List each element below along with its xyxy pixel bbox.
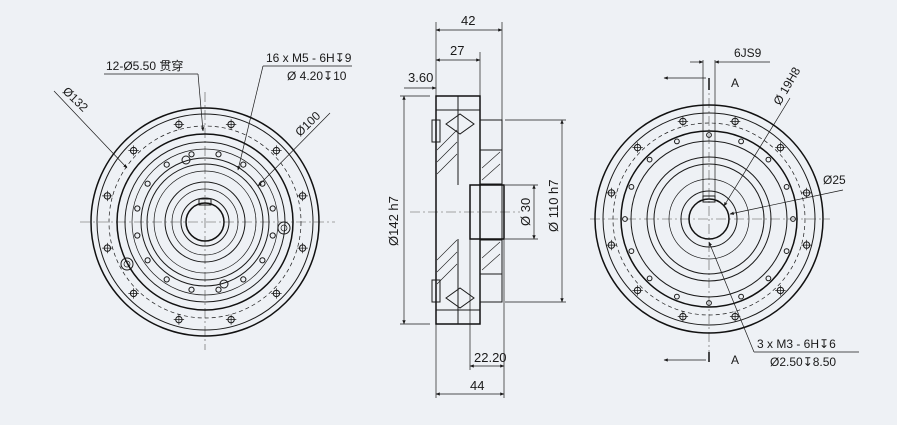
through-hole-center-mark — [173, 314, 185, 325]
dim-22-20-label: 22.20 — [474, 350, 507, 365]
rear-centerlines — [590, 80, 830, 355]
through-hole-center-mark — [297, 190, 308, 202]
rear-bolt-hole-center-mark — [775, 142, 786, 153]
rear-small-hole — [706, 132, 712, 138]
rear-bolt-hole-center-mark — [606, 187, 617, 199]
through-hole-center-mark — [128, 288, 139, 299]
through-hole-center-mark — [271, 288, 282, 299]
section-mark-top: A — [731, 76, 739, 90]
front-through-holes — [102, 119, 308, 325]
tapped-hole — [163, 161, 170, 168]
dim-142-label: Ø142 h7 — [386, 196, 401, 246]
dim-110-label: Ø 110 h7 — [546, 179, 561, 232]
front-view: 12-Ø5.50 贯穿 16 x M5 - 6H↧9 Ø 4.20↧10 Ø13… — [53, 51, 352, 350]
holes-through-label: 12-Ø5.50 贯穿 — [106, 58, 183, 73]
tapped-hole — [269, 205, 276, 212]
dim-3-60-label: 3.60 — [408, 70, 433, 85]
tapped-hole — [240, 161, 247, 168]
tapped-hole — [188, 286, 195, 293]
front-outlines — [90, 107, 320, 337]
rear-small-hole — [646, 275, 653, 282]
rear-small-hole — [765, 156, 772, 163]
section-body — [431, 95, 505, 325]
tapped-holes-depth-label: Ø 4.20↧10 — [287, 69, 347, 83]
rear-outer-holes — [606, 116, 812, 322]
through-hole-center-mark — [102, 242, 113, 254]
rear-small-hole — [783, 184, 790, 190]
rear-bolt-hole-center-mark — [775, 285, 786, 296]
rear-bolt-hole-center-mark — [801, 187, 812, 199]
keyway-label: 6JS9 — [734, 46, 762, 60]
rear-tapped-holes-label: 3 x M3 - 6H↧6 — [757, 337, 836, 351]
bore-diameter-label: Ø 19H8 — [770, 64, 803, 107]
rear-bolt-hole-center-mark — [632, 142, 643, 153]
rear-bolt-hole-center-mark — [801, 239, 812, 251]
dim-42-label: 42 — [461, 13, 475, 28]
rear-small-hole — [738, 293, 744, 300]
tapped-hole — [215, 151, 222, 158]
through-hole-center-mark — [102, 190, 113, 202]
rear-bolt-hole-center-mark — [632, 285, 643, 296]
tapped-hole — [240, 276, 247, 283]
section-mark-bottom: A — [731, 353, 739, 367]
section-view: 42 27 3.60 Ø142 h7 Ø 30 Ø 110 h7 22.20 4… — [386, 13, 566, 398]
through-hole-center-mark — [225, 119, 237, 130]
rear-bolt-hole-center-mark — [729, 311, 741, 322]
rear-view: 6JS9 A A Ø 19H8 Ø25 3 x M3 - 6H↧6 Ø2.50↧… — [590, 46, 859, 369]
rear-small-hole — [646, 156, 653, 163]
rear-small-hole — [674, 138, 680, 145]
rear-small-hole — [706, 300, 712, 306]
rear-small-hole — [628, 184, 635, 190]
tapped-holes-label: 16 x M5 - 6H↧9 — [266, 51, 352, 65]
tapped-hole — [134, 232, 141, 239]
rear-small-hole — [765, 275, 772, 282]
tapped-hole — [144, 180, 151, 187]
rear-tapped-holes-depth-label: Ø2.50↧8.50 — [770, 355, 836, 369]
tapped-hole — [269, 232, 276, 239]
hub-diameter-label: Ø25 — [823, 173, 846, 187]
tapped-hole — [134, 205, 141, 212]
rear-section-marks — [663, 76, 710, 362]
rear-bolt-hole-center-mark — [606, 239, 617, 251]
rear-small-hole — [622, 216, 628, 222]
rear-bolt-hole-center-mark — [729, 116, 741, 127]
rear-tapped-holes — [622, 132, 796, 306]
rear-keyway-dimension — [690, 60, 770, 196]
tapped-hole — [259, 257, 266, 264]
section-dimension-lines — [402, 28, 564, 396]
rear-bolt-hole-center-mark — [677, 311, 689, 322]
through-hole-center-mark — [173, 119, 185, 130]
rear-small-hole — [674, 293, 680, 300]
rear-outlines — [594, 104, 824, 334]
rear-leaders — [708, 97, 859, 353]
tapped-hole — [188, 151, 195, 158]
rear-small-hole — [790, 216, 796, 222]
section-extension-lines — [400, 22, 566, 398]
through-hole-center-mark — [225, 314, 237, 325]
rear-small-hole — [783, 248, 790, 255]
tapped-hole — [215, 286, 222, 293]
tapped-hole — [144, 257, 151, 264]
dim-27-label: 27 — [450, 43, 464, 58]
rear-small-hole — [738, 138, 744, 145]
outer-diameter-label: Ø132 — [60, 84, 91, 115]
dim-30-label: Ø 30 — [518, 198, 533, 226]
dim-44-label: 44 — [470, 378, 484, 393]
pcd-diameter-label: Ø100 — [292, 108, 323, 139]
through-hole-center-mark — [128, 145, 139, 156]
through-hole-center-mark — [297, 242, 308, 254]
through-hole-center-mark — [271, 145, 282, 156]
front-tapped-holes — [134, 151, 276, 293]
front-leaders — [53, 65, 352, 187]
rear-bolt-hole-center-mark — [677, 116, 689, 127]
front-side-features — [120, 155, 291, 289]
tapped-hole — [163, 276, 170, 283]
rear-small-hole — [628, 248, 635, 255]
